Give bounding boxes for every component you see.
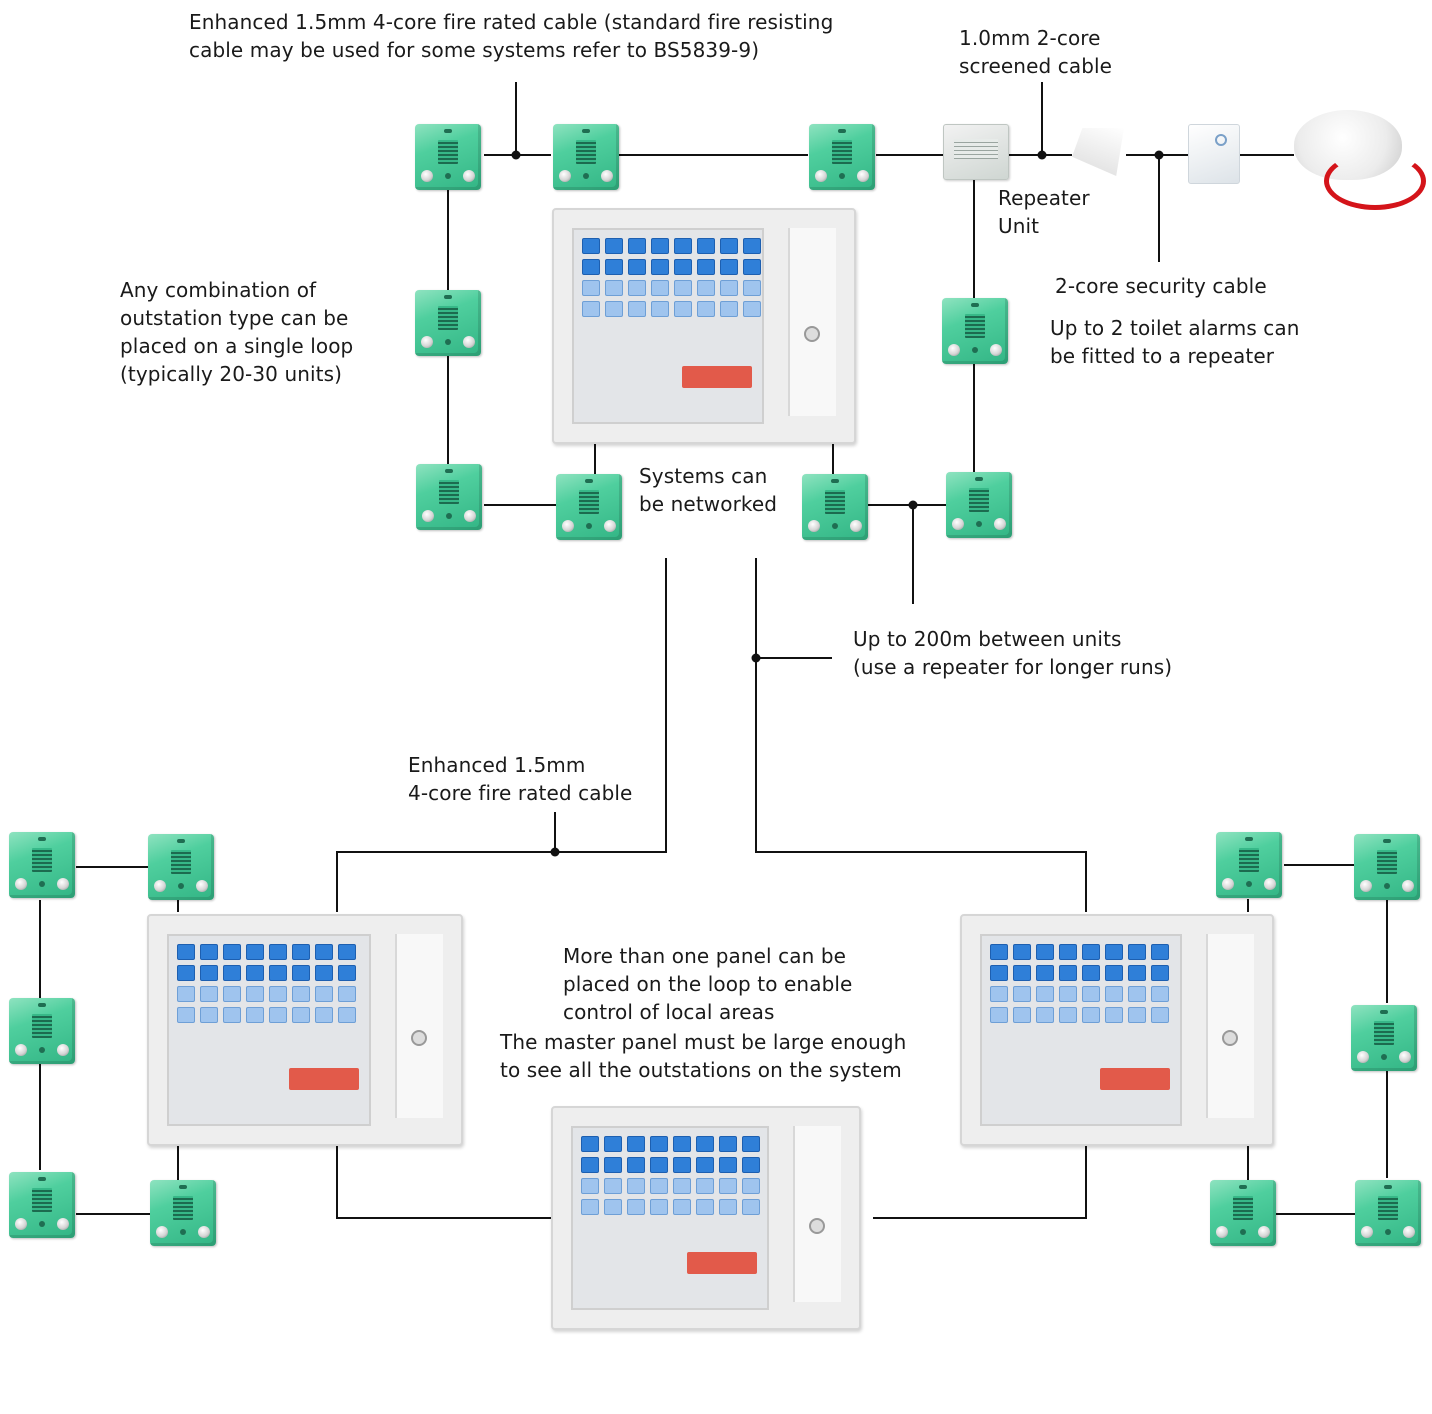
- outstation-unit: [809, 124, 875, 190]
- outstation-unit: [942, 298, 1008, 364]
- combination-note: (typically 20-30 units): [120, 362, 343, 386]
- outstation-unit: [1210, 1180, 1276, 1246]
- multi-panel-note: placed on the loop to enable: [563, 972, 853, 996]
- outstation-unit: [9, 832, 75, 898]
- multi-panel-note: More than one panel can be: [563, 944, 847, 968]
- repeater-label: Repeater: [998, 186, 1090, 210]
- outstation-unit: [415, 290, 481, 356]
- repeater-label: Unit: [998, 214, 1040, 238]
- toilet-alarm-note: Up to 2 toilet alarms can: [1050, 316, 1300, 340]
- outstation-unit: [556, 474, 622, 540]
- combination-note: Any combination of: [120, 278, 317, 302]
- reset-switch: [1188, 124, 1240, 184]
- master-panel-note: to see all the outstations on the system: [500, 1058, 902, 1082]
- control-panel-right: [960, 914, 1274, 1146]
- multi-panel-note: control of local areas: [563, 1000, 775, 1024]
- control-panel-top: [552, 208, 856, 444]
- control-panel-left: [147, 914, 463, 1146]
- outstation-unit: [415, 124, 481, 190]
- outstation-unit: [148, 834, 214, 900]
- ceiling-pull-cord: [1294, 110, 1426, 210]
- screened-cable-label: 1.0mm 2-core: [959, 26, 1101, 50]
- network-cable-label: 4-core fire rated cable: [408, 781, 633, 805]
- outstation-unit: [9, 998, 75, 1064]
- screened-cable-label: screened cable: [959, 54, 1113, 78]
- outstation-unit: [553, 124, 619, 190]
- master-panel-note: The master panel must be large enough: [500, 1030, 907, 1054]
- distance-note: (use a repeater for longer runs): [853, 655, 1173, 679]
- security-cable-label: 2-core security cable: [1055, 274, 1267, 298]
- network-note: Systems can: [639, 464, 768, 488]
- repeater-unit: [943, 124, 1009, 180]
- distance-note: Up to 200m between units: [853, 627, 1122, 651]
- outstation-unit: [1355, 1180, 1421, 1246]
- outstation-unit: [150, 1180, 216, 1246]
- outstation-unit: [1216, 832, 1282, 898]
- network-note: be networked: [639, 492, 778, 516]
- outstation-unit: [946, 472, 1012, 538]
- combination-note: placed on a single loop: [120, 334, 354, 358]
- toilet-alarm-note: be fitted to a repeater: [1050, 344, 1275, 368]
- outstation-unit: [416, 464, 482, 530]
- master-control-panel: [551, 1106, 861, 1330]
- outstation-unit: [9, 1172, 75, 1238]
- outstation-unit: [1351, 1005, 1417, 1071]
- combination-note: outstation type can be: [120, 306, 349, 330]
- outstation-unit: [1354, 834, 1420, 900]
- outstation-unit: [802, 474, 868, 540]
- cable-spec-label: Enhanced 1.5mm 4-core fire rated cable (…: [189, 10, 834, 34]
- cable-spec-label: cable may be used for some systems refer…: [189, 38, 760, 62]
- network-cable-label: Enhanced 1.5mm: [408, 753, 586, 777]
